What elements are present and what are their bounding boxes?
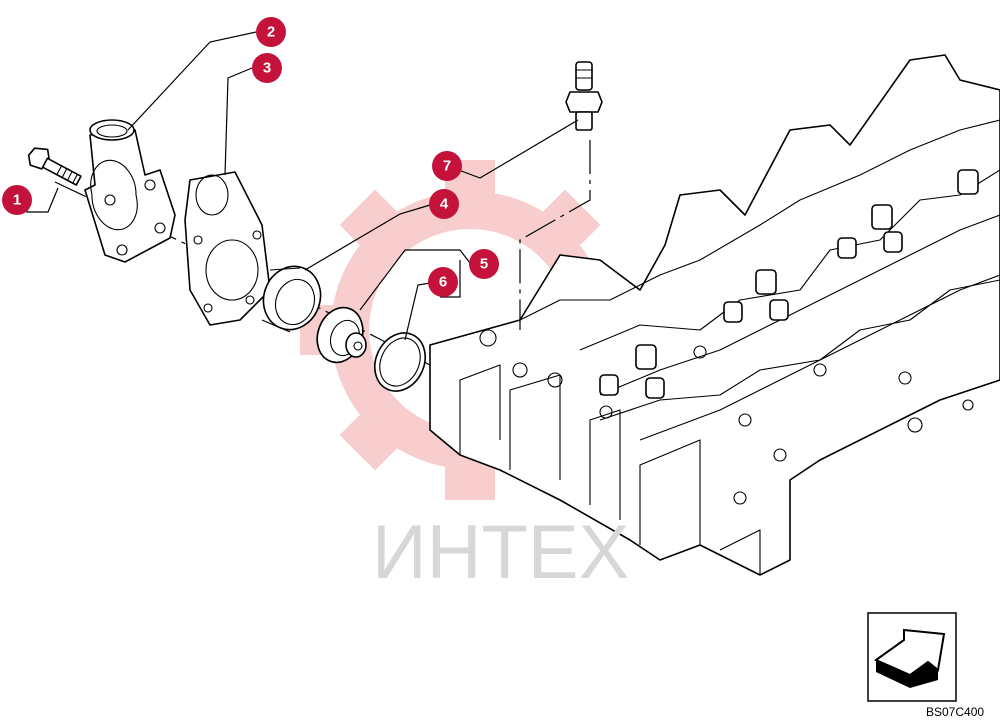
housing-gasket	[184, 171, 271, 326]
callout-6: 6	[428, 267, 458, 297]
watermark-text: ИНТЕХ	[372, 510, 629, 595]
callout-4: 4	[429, 189, 459, 219]
callout-7: 7	[432, 151, 462, 181]
arrow-icon	[873, 628, 946, 688]
cylinder-head	[429, 54, 1000, 576]
o-ring	[374, 332, 426, 392]
callout-label: 4	[440, 196, 449, 213]
reference-code: BS07C400	[926, 705, 984, 719]
callout-1: 1	[2, 185, 32, 215]
callout-label: 6	[439, 274, 447, 291]
callout-3: 3	[252, 53, 282, 83]
callout-label: 7	[443, 158, 451, 175]
bolt	[27, 147, 82, 186]
callout-label: 5	[480, 256, 488, 273]
sensor-fitting	[565, 61, 603, 131]
valve-bosses	[599, 169, 979, 399]
callout-2: 2	[256, 17, 286, 47]
thermostat	[316, 306, 367, 364]
orientation-box	[867, 612, 957, 702]
callout-label: 3	[263, 60, 271, 77]
thermostat-housing	[84, 119, 176, 263]
callout-5: 5	[469, 249, 499, 279]
sealing-ring	[261, 265, 322, 333]
deck-holes	[479, 329, 974, 505]
callout-label: 2	[267, 24, 275, 41]
callout-label: 1	[13, 192, 21, 209]
